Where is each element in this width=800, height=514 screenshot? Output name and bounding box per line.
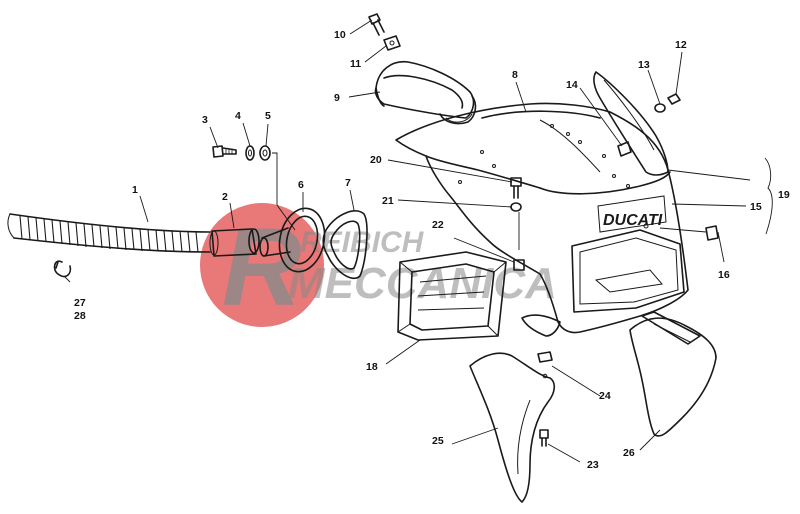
washer-part-11	[383, 35, 401, 51]
watermark-circle	[200, 203, 324, 327]
corrugated-hose-part	[7, 213, 211, 253]
assembly-line-5-6	[272, 152, 296, 231]
callout-1: 1	[132, 184, 138, 196]
watermark: R REIBICH MECCANICA	[200, 203, 557, 329]
callout-26: 26	[623, 447, 635, 459]
gasket-part	[322, 210, 368, 280]
intake-duct-part	[397, 251, 507, 341]
screw-part-24	[537, 351, 553, 379]
callout-12: 12	[675, 39, 687, 51]
watermark-line1: REIBICH	[300, 226, 425, 259]
air-scoop-part	[374, 61, 477, 125]
callout-5: 5	[265, 110, 271, 122]
fairing-brand-badge: DUCATI	[603, 212, 663, 229]
callout-3: 3	[202, 114, 208, 126]
hose-coupling-part	[209, 228, 260, 257]
callout-27: 27	[74, 297, 86, 309]
lower-right-panel-part	[629, 311, 717, 437]
bolt-part-3	[212, 145, 237, 158]
screw-part-23	[539, 429, 549, 447]
callout-28: 28	[74, 310, 86, 322]
bolt-part-13-12	[654, 93, 681, 113]
callout-13: 13	[638, 59, 650, 71]
callout-18: 18	[366, 361, 378, 373]
leader-lines	[63, 19, 773, 463]
lower-left-panel-part	[469, 352, 556, 503]
callout-11: 11	[350, 58, 361, 70]
windscreen-part	[593, 71, 669, 176]
callout-8: 8	[512, 69, 518, 81]
callout-4: 4	[235, 110, 241, 122]
washer-part-4	[245, 145, 255, 161]
circlip-part	[53, 260, 72, 278]
callout-21: 21	[382, 195, 394, 207]
callout-10: 10	[334, 29, 346, 41]
callout-19: 19	[778, 189, 790, 201]
callout-9: 9	[334, 92, 340, 104]
callout-2: 2	[222, 191, 228, 203]
callout-23: 23	[587, 459, 599, 471]
nut-part-22	[513, 212, 525, 271]
callout-15: 15	[750, 201, 762, 213]
bolt-part-10	[368, 13, 385, 36]
callout-7: 7	[345, 177, 351, 189]
watermark-line2: MECCANICA	[288, 259, 557, 308]
callout-25: 25	[432, 435, 444, 447]
callout-labels: 1 2 3 4 5 6 7 8 9 10 11 12 13 14 15 16 1…	[74, 29, 790, 471]
callout-16: 16	[718, 269, 730, 281]
screw-part-14	[617, 141, 632, 157]
washer-part-21	[510, 202, 522, 212]
callout-20: 20	[370, 154, 382, 166]
washer-part-5	[259, 145, 271, 161]
bolt-part-16	[643, 223, 719, 241]
callout-6: 6	[298, 179, 304, 191]
callout-14: 14	[566, 79, 578, 91]
callout-22: 22	[432, 219, 444, 231]
upper-fairing-part: DUCATI	[395, 102, 689, 337]
bolt-part-20	[510, 177, 522, 199]
callout-24: 24	[599, 390, 611, 402]
